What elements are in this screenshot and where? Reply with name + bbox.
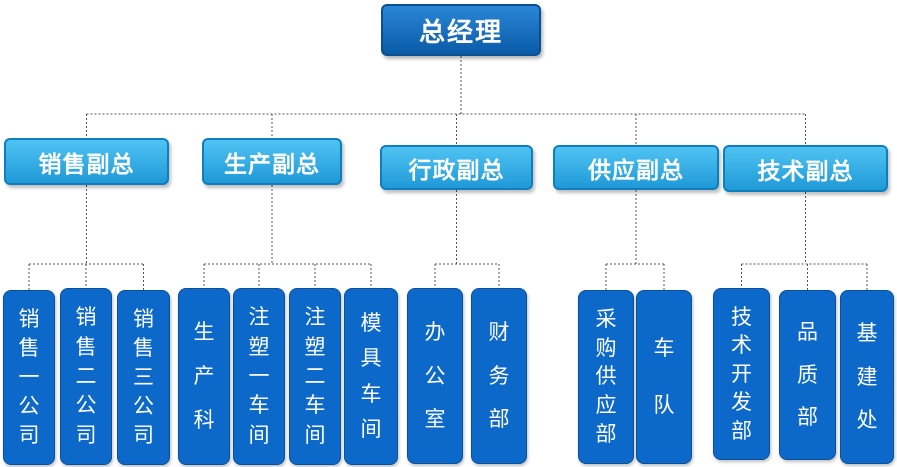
- infrastructure-office-node: 基建处: [840, 290, 894, 464]
- injection-workshop-2-node: 注塑二车间: [289, 288, 341, 465]
- sales-vp-label: 销售副总: [38, 151, 135, 178]
- sales-company-3-node: 销售三公司: [117, 290, 170, 465]
- production-section-node: 生产科: [178, 288, 230, 465]
- tech-development-department-node: 技术开发部: [713, 288, 770, 460]
- production-vp-label: 生产副总: [224, 151, 320, 178]
- finance-department-node: 财务部: [471, 288, 527, 464]
- sales-company-1-node: 销售一公司: [3, 290, 55, 465]
- supply-vp-node: 供应副总: [553, 145, 719, 190]
- vehicle-fleet-node: 车队: [636, 290, 692, 464]
- admin-vp-label: 行政副总: [408, 157, 505, 184]
- tech-vp-node: 技术副总: [723, 145, 888, 192]
- ceo-label: 总经理: [418, 17, 503, 48]
- mold-workshop-node: 模具车间: [344, 288, 398, 465]
- tech-vp-label: 技术副总: [757, 158, 854, 185]
- injection-workshop-1-node: 注塑一车间: [233, 288, 285, 465]
- production-vp-node: 生产副总: [202, 138, 342, 185]
- sales-company-2-node: 销售二公司: [60, 288, 112, 465]
- office-node: 办公室: [407, 288, 463, 464]
- ceo-node: 总经理: [381, 4, 541, 56]
- procurement-department-node: 采购供应部: [578, 290, 634, 464]
- sales-vp-node: 销售副总: [4, 138, 169, 185]
- supply-vp-label: 供应副总: [588, 157, 684, 184]
- admin-vp-node: 行政副总: [380, 145, 533, 190]
- quality-department-node: 品质部: [779, 290, 836, 460]
